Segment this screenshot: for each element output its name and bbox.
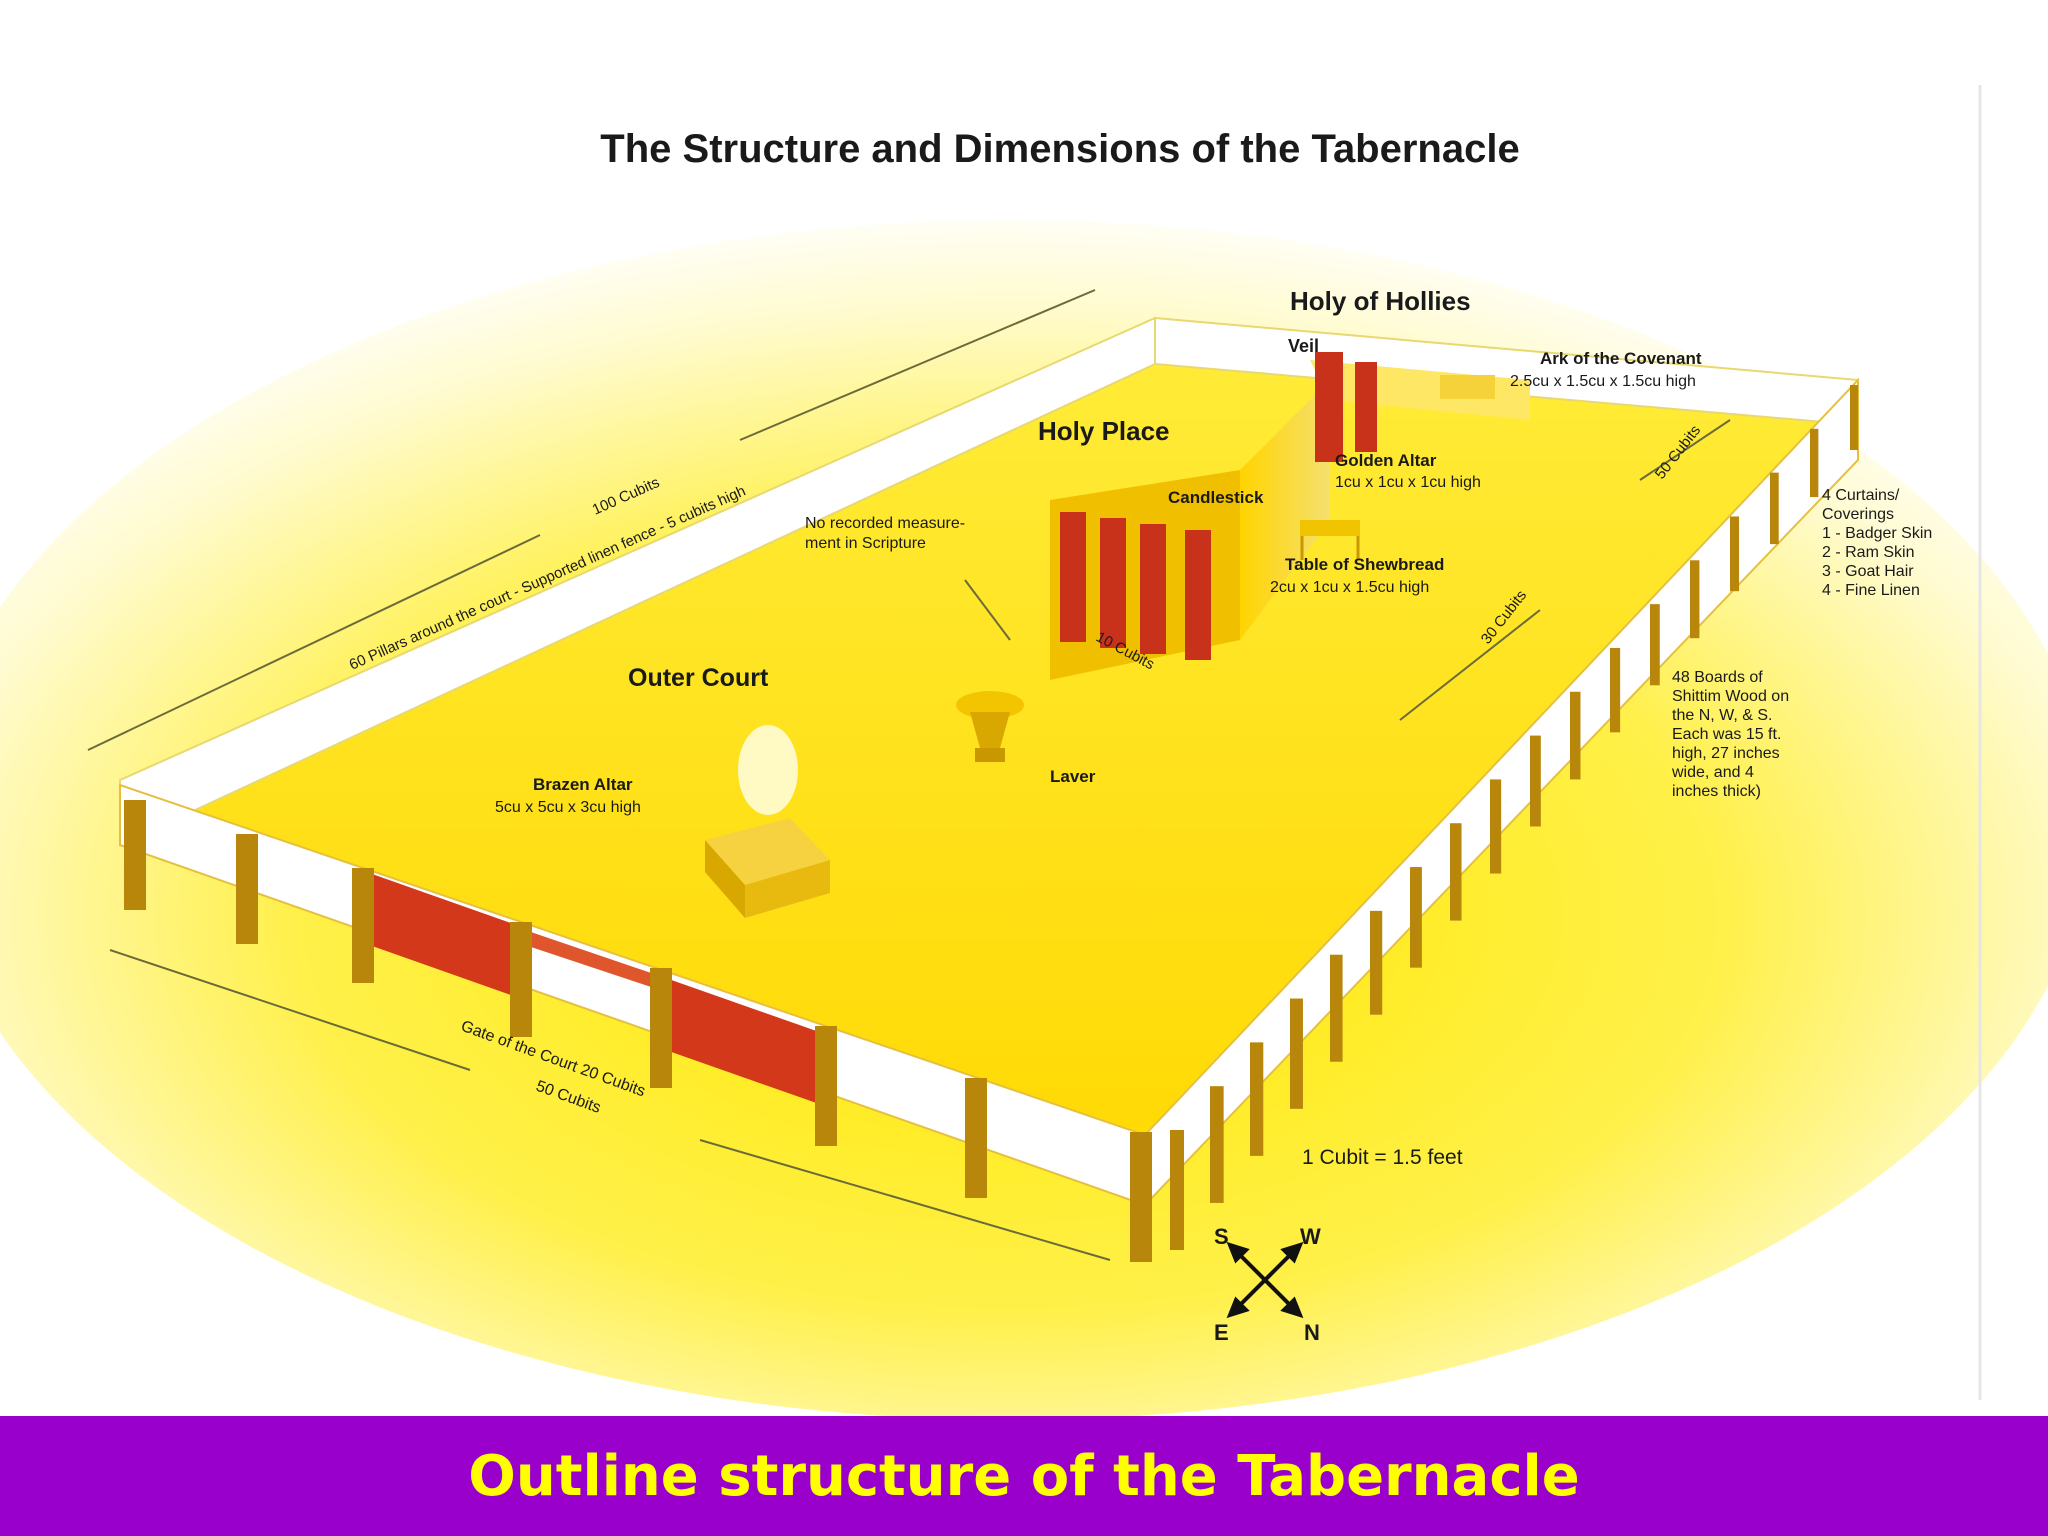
boards-line-6: inches thick) bbox=[1672, 783, 1761, 800]
ark-dims-label: 2.5cu x 1.5cu x 1.5cu high bbox=[1510, 373, 1696, 390]
right-pillars bbox=[1170, 385, 1858, 1250]
right-pillar bbox=[1850, 385, 1858, 450]
front-pillars bbox=[124, 800, 1152, 1262]
table-shewbread-dims-label: 2cu x 1cu x 1.5cu high bbox=[1270, 579, 1429, 596]
right-pillar bbox=[1770, 472, 1779, 545]
curtains-line-1: Coverings bbox=[1822, 506, 1894, 523]
boards-line-0: 48 Boards of bbox=[1672, 669, 1763, 686]
golden-altar-dims-label: 1cu x 1cu x 1cu high bbox=[1335, 474, 1481, 491]
boards-line-1: Shittim Wood on bbox=[1672, 688, 1789, 705]
table-shewbread-label: Table of Shewbread bbox=[1285, 555, 1444, 574]
compass-n-label: N bbox=[1304, 1320, 1320, 1345]
right-pillar bbox=[1490, 779, 1502, 874]
right-pillar bbox=[1250, 1042, 1264, 1156]
curtains-line-3: 2 - Ram Skin bbox=[1822, 544, 1914, 561]
holy-of-holies-label: Holy of Hollies bbox=[1290, 286, 1471, 316]
boards-line-5: wide, and 4 bbox=[1671, 764, 1754, 781]
table-of-shewbread bbox=[1300, 520, 1360, 560]
compass-w-label: W bbox=[1300, 1224, 1321, 1249]
caption-bar: Outline structure of the Tabernacle bbox=[0, 1416, 2048, 1536]
tabernacle-illustration: S W E N The Structure and Dimensions of … bbox=[0, 85, 2048, 1420]
gate-curtain-left bbox=[355, 868, 525, 1000]
curtains-coverings-list: 4 Curtains/Coverings 1 - Badger Skin 2 - R… bbox=[1822, 487, 1932, 599]
compass-s-label: S bbox=[1214, 1224, 1229, 1249]
dimension-lines bbox=[87, 289, 1731, 1261]
candlestick-label: Candlestick bbox=[1168, 488, 1264, 507]
cubit-scale-label: 1 Cubit = 1.5 feet bbox=[1302, 1146, 1463, 1169]
right-pillar bbox=[1210, 1086, 1224, 1203]
gate-curtain-right bbox=[660, 976, 825, 1106]
right-pillar bbox=[1290, 998, 1303, 1109]
right-pillar bbox=[1170, 1130, 1184, 1250]
no-measure-label-2: ment in Scripture bbox=[805, 535, 926, 552]
right-pillar bbox=[1330, 954, 1343, 1062]
right-pillar bbox=[1810, 428, 1819, 498]
right-pillar bbox=[1530, 735, 1541, 827]
compass-e-label: E bbox=[1214, 1320, 1229, 1345]
curtains-line-2: 1 - Badger Skin bbox=[1822, 525, 1932, 542]
outer-court-label: Outer Court bbox=[628, 664, 769, 692]
right-pillar bbox=[1730, 516, 1740, 592]
boards-line-3: Each was 15 ft. bbox=[1672, 726, 1781, 743]
right-pillar bbox=[1370, 910, 1383, 1015]
brazen-altar-dims-label: 5cu x 5cu x 3cu high bbox=[495, 799, 641, 816]
curtains-line-0: 4 Curtains/ bbox=[1822, 487, 1900, 504]
brazen-altar-label: Brazen Altar bbox=[533, 775, 633, 794]
golden-altar-label: Golden Altar bbox=[1335, 451, 1437, 470]
compass-icon bbox=[1226, 1241, 1304, 1319]
holy-place-label: Holy Place bbox=[1038, 416, 1170, 446]
right-pillar bbox=[1570, 691, 1581, 780]
laver bbox=[956, 691, 1024, 762]
caption-text: Outline structure of the Tabernacle bbox=[468, 1443, 1580, 1509]
ark-of-the-covenant bbox=[1440, 375, 1495, 399]
right-pillar bbox=[1450, 823, 1462, 921]
brazen-altar bbox=[705, 725, 830, 918]
boards-note: 48 Boards of Shittim Wood on the N, W, & S… bbox=[1671, 669, 1789, 800]
right-pillar bbox=[1610, 647, 1621, 733]
right-pillar bbox=[1650, 604, 1660, 686]
no-measure-label-1: No recorded measure- bbox=[805, 515, 965, 532]
ark-label: Ark of the Covenant bbox=[1540, 349, 1702, 368]
right-pillar bbox=[1410, 867, 1422, 968]
curtains-line-5: 4 - Fine Linen bbox=[1822, 582, 1920, 599]
right-pillar bbox=[1690, 560, 1700, 639]
veil-label: Veil bbox=[1288, 336, 1319, 356]
gate-curtain-center bbox=[525, 930, 660, 990]
curtains-line-4: 3 - Goat Hair bbox=[1822, 563, 1914, 580]
laver-label: Laver bbox=[1050, 767, 1096, 786]
boards-line-4: high, 27 inches bbox=[1672, 745, 1780, 762]
boards-line-2: the N, W, & S. bbox=[1672, 707, 1772, 724]
diagram-title: The Structure and Dimensions of the Tabe… bbox=[600, 127, 1519, 171]
